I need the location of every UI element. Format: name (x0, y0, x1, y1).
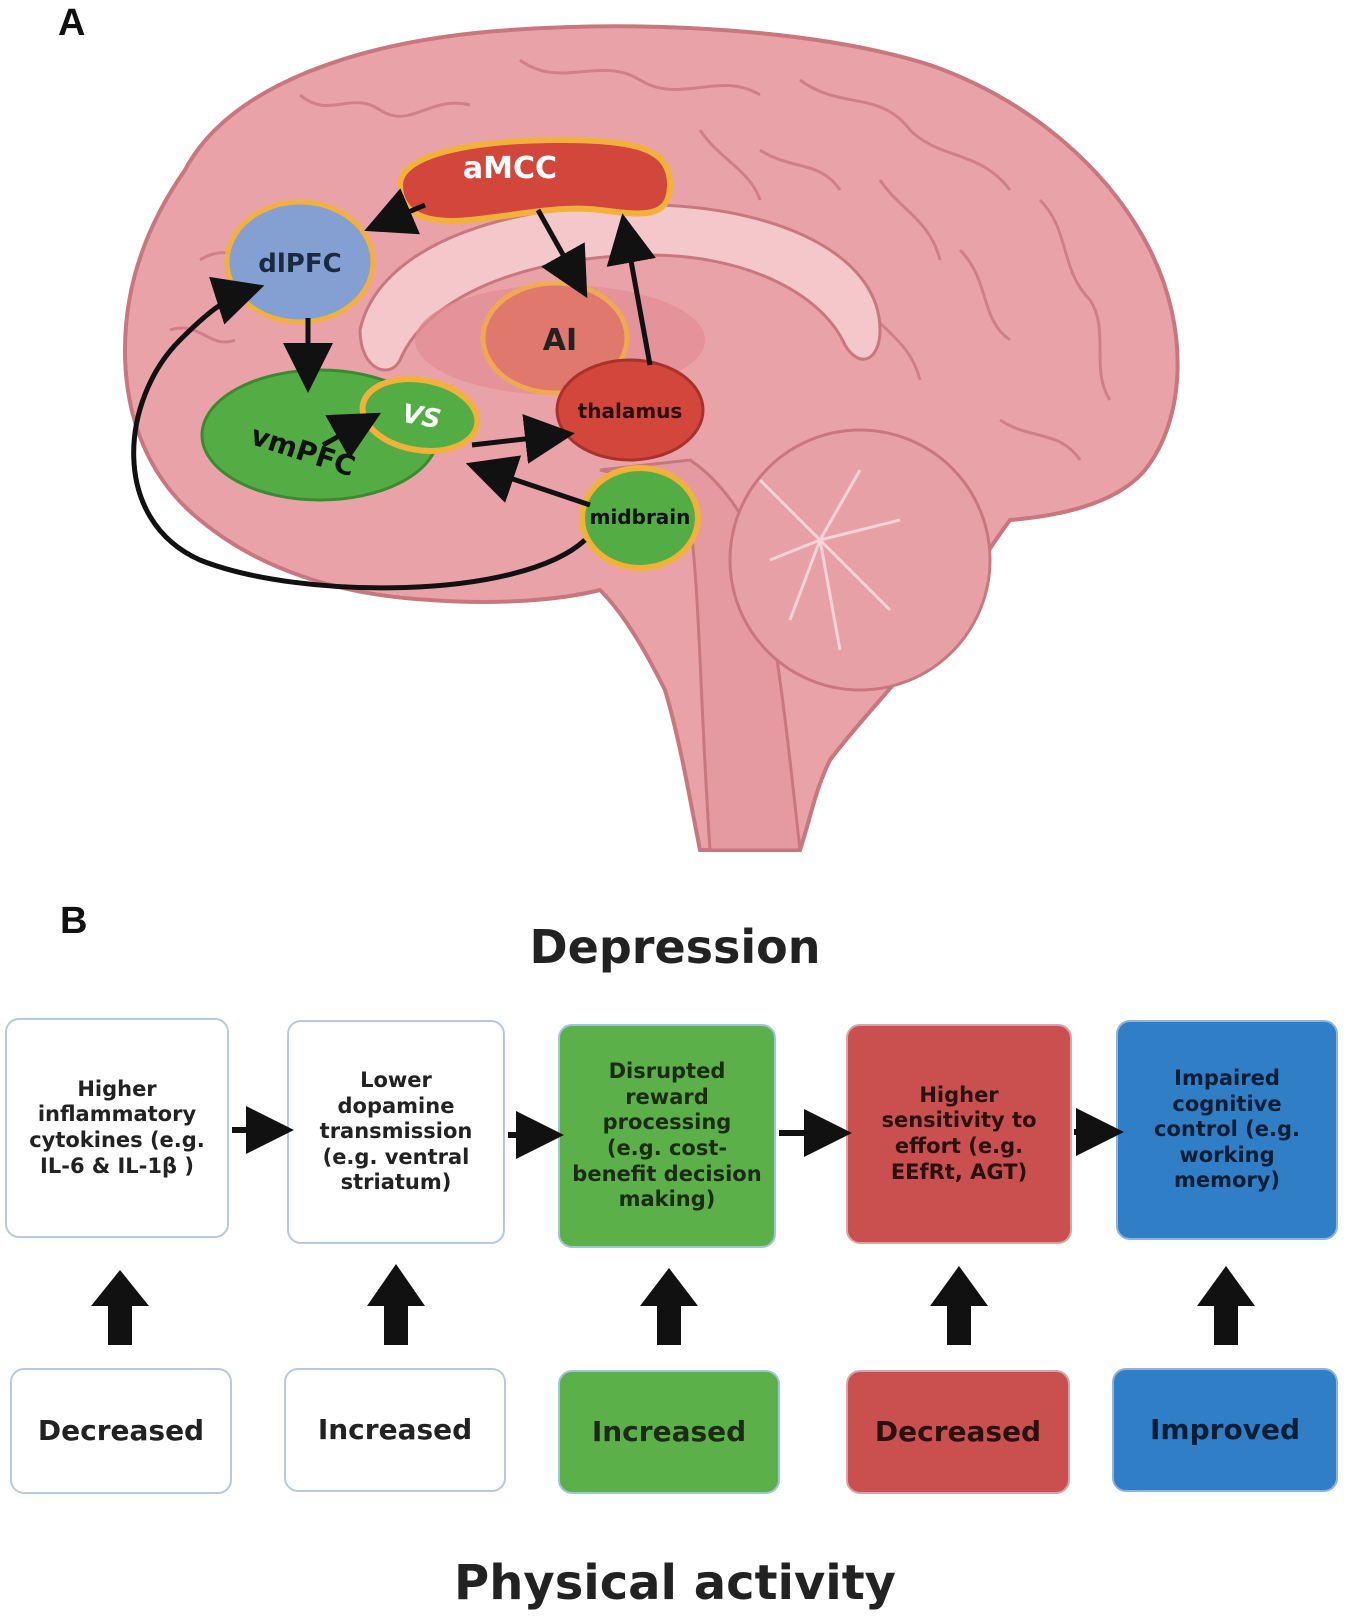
connection-arrows (131, 188, 656, 591)
top-box-text: Lower dopamine transmission (e.g. ventra… (319, 1067, 473, 1195)
panel-b-label: B (60, 900, 88, 942)
vs-region (359, 376, 481, 454)
bottom-box-5: Improved (1112, 1368, 1338, 1492)
top-box-text: Impaired cognitive control (e.g. working… (1154, 1065, 1300, 1193)
top-box-reward: Disrupted reward processing (e.g. cost- … (558, 1024, 776, 1248)
top-box-text: Higher sensitivity to effort (e.g. EEfRt… (881, 1082, 1037, 1184)
cerebellum (728, 428, 992, 692)
up-arrow-1 (91, 1270, 149, 1345)
top-box-cognitive: Impaired cognitive control (e.g. working… (1116, 1020, 1338, 1240)
midbrain-region (579, 465, 701, 571)
top-box-text: Disrupted reward processing (e.g. cost- … (572, 1059, 762, 1212)
depression-title: Depression (529, 920, 821, 974)
bottom-box-text: Decreased (874, 1414, 1042, 1448)
vs-label: VS (400, 399, 443, 435)
ai-label: AI (543, 323, 577, 358)
brain-diagram: aMCC dlPFC AI vmPFC VS thalamus midbrain (122, 24, 1180, 852)
bottom-box-text: Decreased (37, 1413, 205, 1447)
top-box-text: Higher inflammatory cytokines (e.g. IL-6… (29, 1076, 205, 1178)
up-arrow-5 (1197, 1266, 1255, 1345)
thalamus-region (555, 358, 705, 462)
up-arrow-3 (640, 1268, 698, 1345)
up-arrow-2 (367, 1264, 425, 1345)
midbrain-label: midbrain (590, 505, 691, 529)
amcc-region (396, 136, 674, 224)
bottom-box-4: Decreased (846, 1370, 1070, 1494)
amcc-label: aMCC (463, 151, 557, 186)
physical-activity-title: Physical activity (454, 1555, 896, 1611)
top-box-dopamine: Lower dopamine transmission (e.g. ventra… (287, 1020, 505, 1244)
bottom-box-text: Increased (591, 1414, 747, 1448)
cerebellum-branches (758, 469, 901, 651)
thalamus-label: thalamus (578, 399, 683, 423)
bottom-box-text: Increased (317, 1412, 473, 1446)
dlpfc-label: dlPFC (258, 249, 341, 279)
bottom-box-text: Improved (1150, 1412, 1300, 1446)
bottom-box-2: Increased (284, 1368, 506, 1492)
bottom-box-3: Increased (558, 1370, 780, 1494)
top-box-effort: Higher sensitivity to effort (e.g. EEfRt… (846, 1024, 1072, 1244)
bottom-box-1: Decreased (10, 1368, 232, 1494)
top-box-cytokines: Higher inflammatory cytokines (e.g. IL-6… (5, 1018, 229, 1238)
up-arrow-4 (930, 1266, 988, 1345)
panel-a-label: A (58, 2, 86, 44)
